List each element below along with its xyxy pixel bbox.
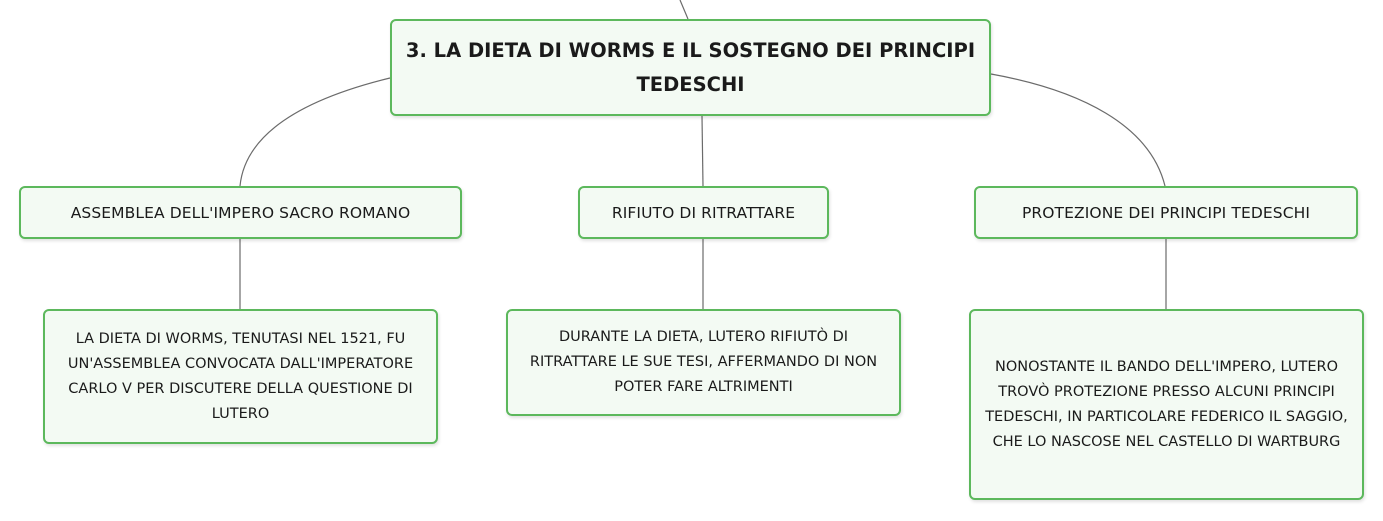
connector-root-to-branch-1	[239, 77, 391, 187]
branch-topic-label: PROTEZIONE DEI PRINCIPI TEDESCHI	[1021, 203, 1311, 222]
branch-topic-label: RIFIUTO DI RITRATTARE	[611, 203, 796, 222]
branch-topic-assemblea[interactable]: ASSEMBLEA DELL'IMPERO SACRO ROMANO	[19, 186, 462, 239]
branch-topic-label: ASSEMBLEA DELL'IMPERO SACRO ROMANO	[70, 203, 411, 222]
root-topic-title: 3. LA DIETA DI WORMS E IL SOSTEGNO DEI P…	[405, 38, 976, 96]
detail-topic-rifiuto[interactable]: DURANTE LA DIETA, LUTERO RIFIUTÒ DI RITR…	[506, 309, 901, 416]
connector-root-to-branch-2	[701, 115, 704, 187]
connector-to-parent	[679, 0, 689, 20]
branch-topic-rifiuto[interactable]: RIFIUTO DI RITRATTARE	[578, 186, 829, 239]
detail-topic-text: NONOSTANTE IL BANDO DELL'IMPERO, LUTERO …	[985, 358, 1348, 450]
detail-topic-protezione[interactable]: NONOSTANTE IL BANDO DELL'IMPERO, LUTERO …	[969, 309, 1364, 500]
detail-topic-assemblea[interactable]: LA DIETA DI WORMS, TENUTASI NEL 1521, FU…	[43, 309, 438, 444]
branch-topic-protezione[interactable]: PROTEZIONE DEI PRINCIPI TEDESCHI	[974, 186, 1358, 239]
connector-root-to-branch-3	[990, 73, 1166, 187]
root-topic[interactable]: 3. LA DIETA DI WORMS E IL SOSTEGNO DEI P…	[390, 19, 991, 116]
detail-topic-text: LA DIETA DI WORMS, TENUTASI NEL 1521, FU…	[67, 330, 414, 422]
detail-topic-text: DURANTE LA DIETA, LUTERO RIFIUTÒ DI RITR…	[529, 329, 878, 395]
